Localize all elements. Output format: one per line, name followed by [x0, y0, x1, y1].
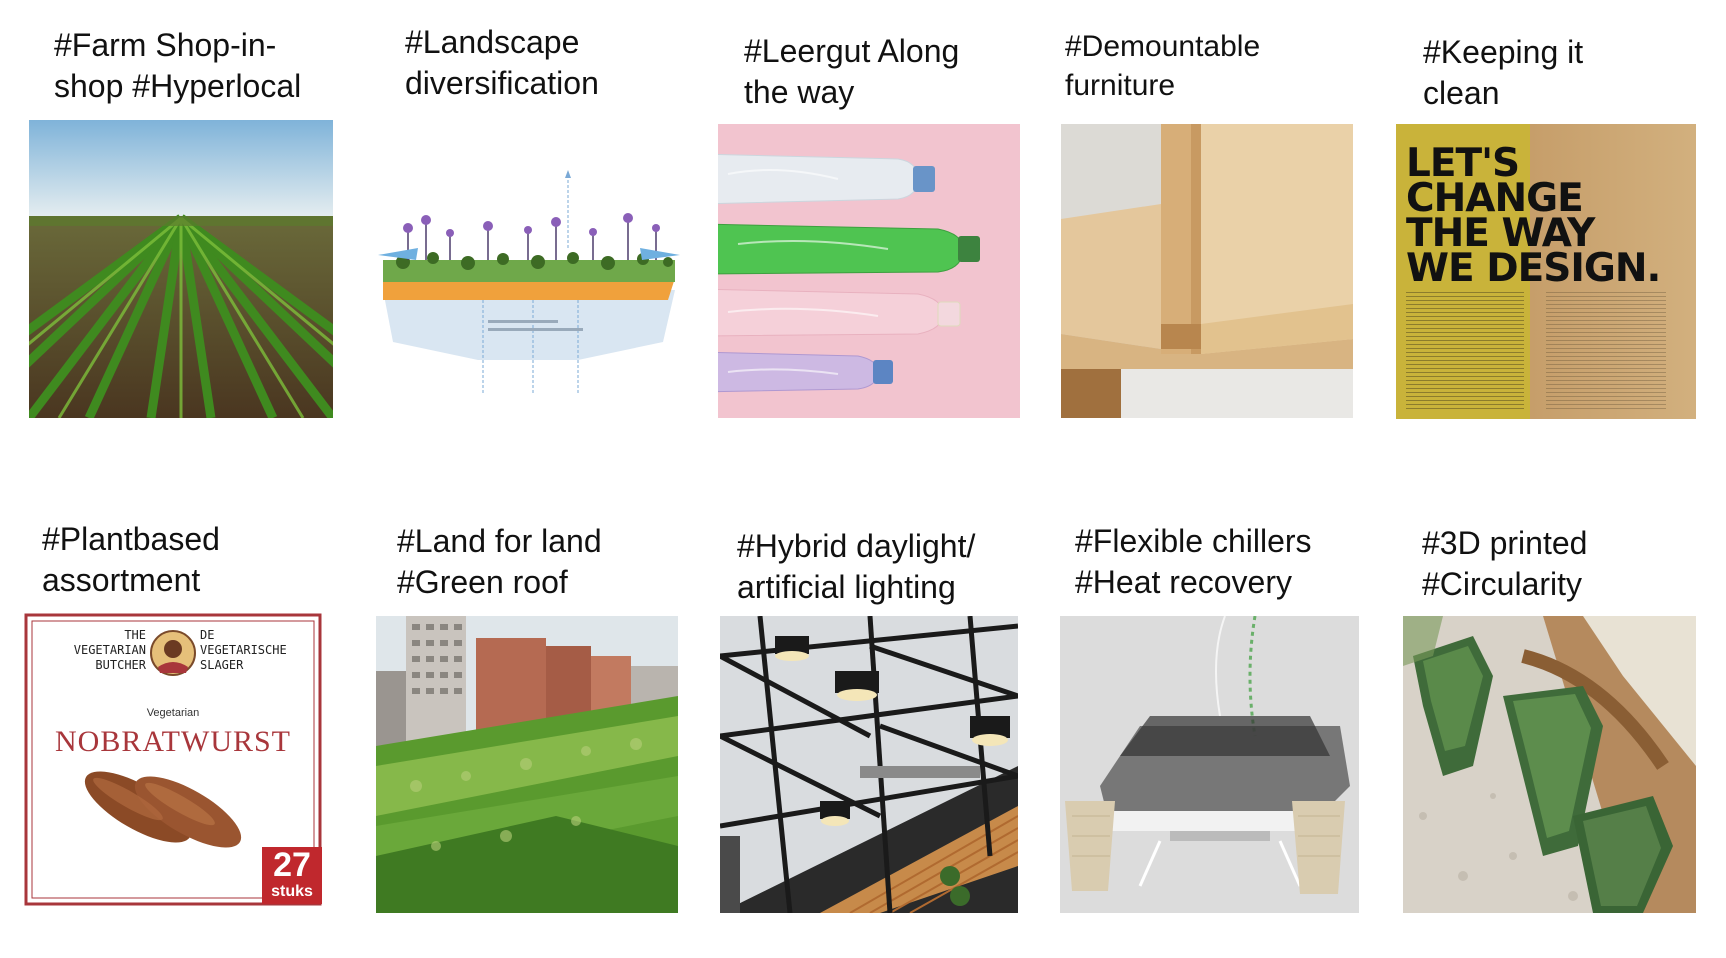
ceiling-lighting-image [720, 616, 1018, 913]
tile-caption: #3D printed #Circularity [1422, 525, 1588, 602]
tile-caption: #Plantbased assortment [42, 521, 220, 598]
poster-body-text-right [1546, 292, 1666, 410]
wooden-shelf-image [1061, 124, 1353, 418]
tile-caption: #Leergut Along the way [744, 33, 960, 110]
tile-caption: #Farm Shop-in- shop #Hyperlocal [54, 27, 302, 104]
poster-body-text [1406, 292, 1524, 410]
tile-caption: #Land for land #Green roof [397, 523, 602, 600]
green-roof-city-image [376, 616, 678, 913]
tile-caption: #Hybrid daylight/ artificial lighting [737, 528, 976, 605]
tile-caption: #Keeping it clean [1423, 34, 1584, 111]
package-unit: stuks [271, 883, 313, 900]
plastic-bottles-image [718, 124, 1020, 418]
printed-chairs-image [1403, 616, 1696, 913]
vegetarian-package-image: THE VEGETARIAN BUTCHER DE VEGETARISCHE S… [18, 607, 328, 912]
cardboard-panel [1530, 124, 1696, 419]
package-product-name: NOBRATWURST [54, 725, 291, 758]
chiller-render-image [1060, 616, 1359, 913]
package-count: 27 [273, 846, 311, 884]
poster-headline: LET'S CHANGE THE WAY WE DESIGN. [1406, 141, 1661, 291]
tile-caption: #Demountable furniture [1065, 30, 1261, 102]
design-poster-image: LET'S CHANGE THE WAY WE DESIGN. [1396, 124, 1696, 419]
brand-left: THE VEGETARIAN BUTCHER [73, 628, 146, 672]
farm-field-image [29, 120, 333, 418]
tile-caption: #Landscape diversification [405, 24, 599, 101]
package-subtitle: Vegetarian [146, 707, 200, 719]
brand-right: DE VEGETARISCHE SLAGER [200, 628, 287, 672]
tile-caption: #Flexible chillers #Heat recovery [1075, 523, 1312, 600]
green-roof-diagram [378, 160, 680, 415]
